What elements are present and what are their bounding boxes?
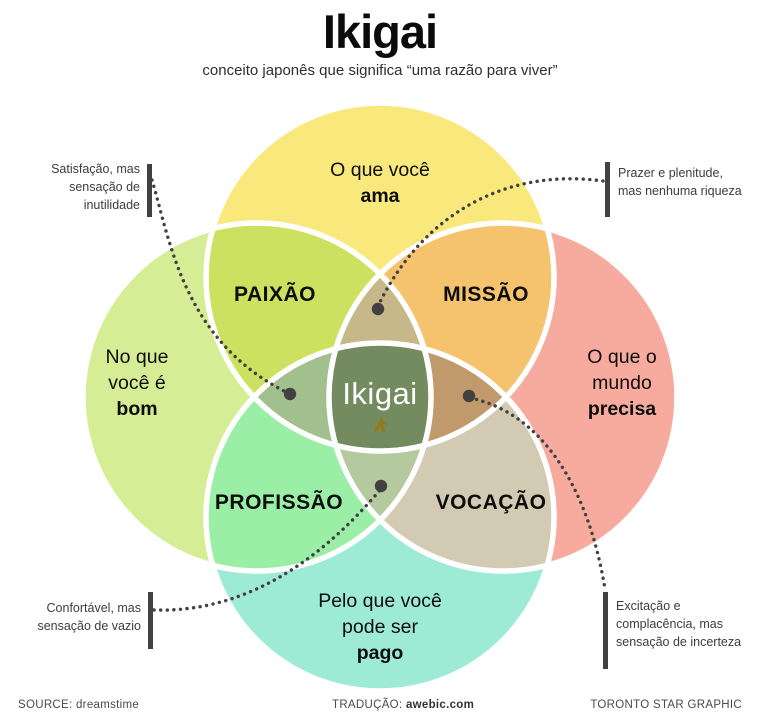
outline-love bbox=[203, 100, 557, 454]
label-love-bold: ama bbox=[360, 185, 400, 207]
bar-bottom-right bbox=[603, 592, 608, 669]
label-love-line1: O que você bbox=[330, 159, 430, 181]
label-good-line1: No que bbox=[105, 346, 169, 368]
dot-petal-top bbox=[371, 302, 385, 316]
label-paid-bold: pago bbox=[356, 642, 404, 664]
awebic-arrow-shape bbox=[373, 417, 388, 432]
awebic-arrow-icon bbox=[373, 417, 388, 432]
label-needs-line1: O que o bbox=[587, 346, 657, 368]
label-circle-paid: Pelo que você pode ser pago bbox=[318, 588, 442, 666]
label-paid-line2: pode ser bbox=[342, 616, 418, 638]
connector-top-left bbox=[150, 178, 288, 394]
label-circle-love: O que você ama bbox=[330, 157, 430, 209]
callout-bottom-left: Confortável, mas sensação de vazio bbox=[37, 601, 141, 633]
page-subtitle: conceito japonês que significa “uma razã… bbox=[202, 62, 558, 79]
label-paixao: PAIXÃO bbox=[234, 283, 316, 306]
label-vocacao: VOCAÇÃO bbox=[435, 491, 547, 514]
label-ikigai-center: Ikigai bbox=[342, 376, 418, 411]
dot-petal-right bbox=[462, 389, 476, 403]
footer-translation-value: awebic.com bbox=[405, 699, 475, 711]
bar-top-right bbox=[605, 162, 610, 217]
label-needs-line2: mundo bbox=[592, 372, 652, 394]
label-circle-needs: O que o mundo precisa bbox=[587, 344, 656, 422]
outline-good bbox=[80, 220, 434, 574]
bar-top-left bbox=[147, 164, 152, 217]
label-needs-bold: precisa bbox=[587, 398, 657, 420]
footer-translation-label: TRADUÇÃO: bbox=[332, 699, 403, 711]
dot-petal-bottom bbox=[374, 479, 388, 493]
label-good-bold: bom bbox=[116, 398, 158, 420]
bar-bottom-left bbox=[148, 592, 153, 649]
footer-source: SOURCE: dreamstime bbox=[18, 699, 140, 711]
callout-bottom-right: Excitação e complacência, mas sensação d… bbox=[616, 599, 742, 649]
callout-top-right: Prazer e plenitude, mas nenhuma riqueza bbox=[618, 166, 742, 198]
callout-top-left: Satisfação, mas sensação de inutilidade bbox=[51, 162, 140, 212]
label-profissao: PROFISSÃO bbox=[214, 491, 344, 514]
footer-credit: TORONTO STAR GRAPHIC bbox=[590, 699, 742, 711]
outline-paid bbox=[203, 340, 557, 694]
page-title: Ikigai bbox=[322, 5, 438, 58]
label-missao: MISSÃO bbox=[443, 283, 529, 306]
footer-translation: TRADUÇÃO: awebic.com bbox=[332, 699, 474, 711]
connector-bottom-right bbox=[468, 396, 607, 591]
label-paid-line1: Pelo que você bbox=[318, 590, 442, 612]
connector-bottom-left bbox=[152, 488, 382, 612]
label-circle-good: No que você é bom bbox=[106, 344, 169, 422]
outline-needs bbox=[326, 220, 680, 574]
connector-top-right bbox=[377, 177, 605, 306]
label-good-line2: você é bbox=[108, 372, 166, 394]
dot-petal-left bbox=[283, 387, 297, 401]
